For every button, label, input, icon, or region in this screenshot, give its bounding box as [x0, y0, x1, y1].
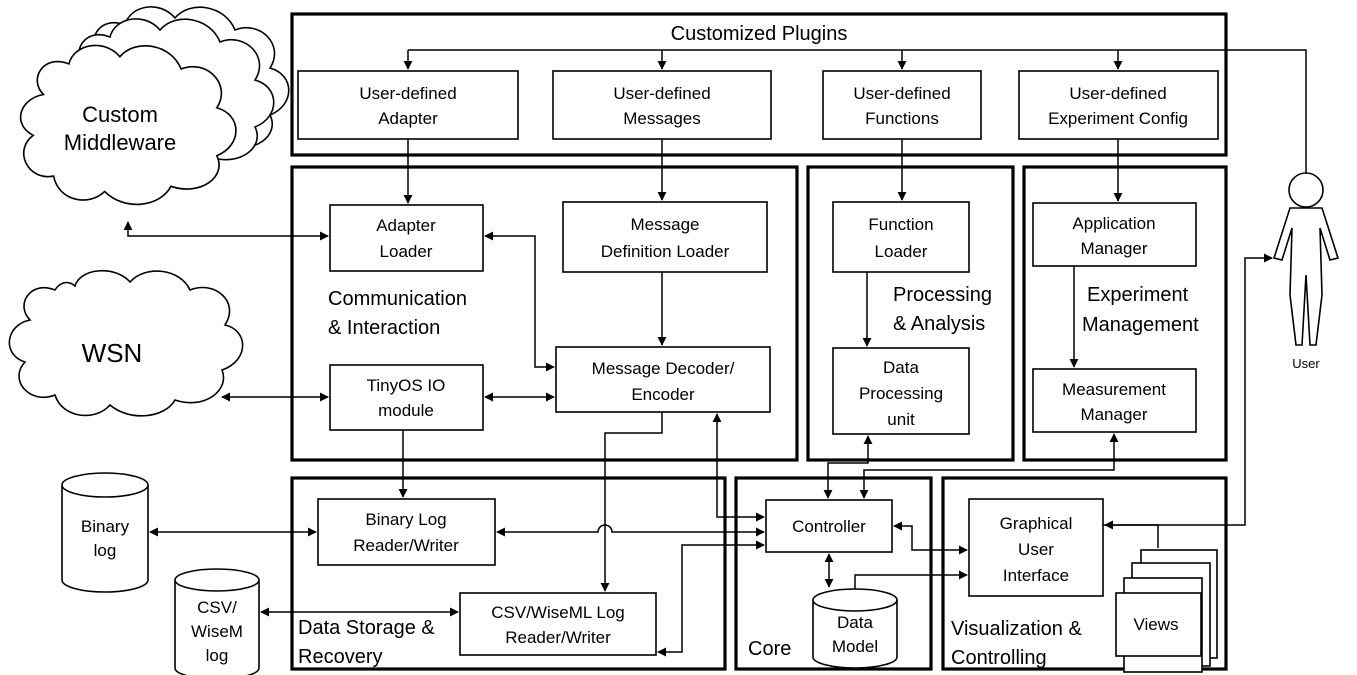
middleware-adapter-link — [123, 221, 329, 241]
message-decoder-encoder-box: Message Decoder/ Encoder — [555, 346, 771, 413]
adapter-decoder-link — [484, 231, 555, 372]
binary-rw-controller-link — [496, 524, 765, 537]
functions-plugin-label-2: Functions — [865, 109, 939, 128]
visualization-title-2: Controlling — [951, 647, 1047, 669]
message-decoder-label-1: Message Decoder/ — [592, 359, 735, 378]
experiment-title-2: Management — [1082, 314, 1199, 336]
data-model-label-2: Model — [832, 637, 878, 656]
adapter-plugin-label-1: User-defined — [359, 84, 456, 103]
user-defined-adapter-box: User-defined Adapter — [297, 70, 519, 140]
tinyos-io-label-1: TinyOS IO — [367, 376, 446, 395]
core-title: Core — [748, 638, 791, 660]
data-processing-unit-box: Data Processing unit — [832, 347, 970, 435]
csv-wiseml-rw-label-1: CSV/WiseML Log — [491, 603, 625, 622]
csv-wiseml-reader-writer-box: CSV/WiseML Log Reader/Writer — [459, 592, 657, 656]
csv-wiseml-rw-label-2: Reader/Writer — [505, 628, 611, 647]
data-processing-label-1: Data — [883, 358, 919, 377]
views-label: Views — [1133, 615, 1178, 634]
binary-log-cylinder: Binary log — [61, 472, 149, 593]
controller-measurement-link — [859, 433, 1119, 499]
function-loader-label-2: Loader — [875, 242, 928, 261]
messages-plugin-label-1: User-defined — [613, 84, 710, 103]
adapter-loader-label-2: Loader — [380, 242, 433, 261]
decoder-to-csv-rw-arrow — [600, 412, 663, 592]
data-processing-label-2: Processing — [859, 384, 943, 403]
functions-plugin-label-1: User-defined — [853, 84, 950, 103]
decoder-controller-link — [712, 413, 765, 522]
csv-log-label-1: CSV/ — [197, 598, 237, 617]
processing-title-1: Processing — [893, 284, 992, 306]
customized-plugins-group — [290, 12, 1228, 157]
controller-label: Controller — [792, 517, 866, 536]
communication-title-2: & Interaction — [328, 317, 440, 339]
user-icon: User — [1272, 172, 1340, 371]
application-manager-label-1: Application — [1072, 214, 1155, 233]
communication-title-1: Communication — [328, 288, 467, 310]
processing-title-2: & Analysis — [893, 313, 985, 335]
message-definition-loader-label-2: Definition Loader — [601, 242, 730, 261]
data-model-label-1: Data — [837, 613, 873, 632]
binary-log-label-1: Binary — [81, 517, 130, 536]
measurement-manager-label-1: Measurement — [1062, 380, 1166, 399]
controller-gui-link — [893, 521, 968, 555]
data-processing-label-3: unit — [887, 410, 915, 429]
gui-label-2: User — [1018, 540, 1054, 559]
plugins-bus-line — [408, 49, 1307, 173]
storage-title-2: Recovery — [298, 646, 382, 668]
controller-box: Controller — [765, 499, 893, 553]
adapter-loader-box: Adapter Loader — [329, 204, 484, 272]
application-manager-box: Application Manager — [1032, 202, 1197, 267]
user-defined-functions-box: User-defined Functions — [822, 70, 982, 140]
adapter-plugin-label-2: Adapter — [378, 109, 438, 128]
messages-plugin-label-2: Messages — [623, 109, 700, 128]
data-model-cylinder: Data Model — [812, 588, 898, 669]
message-decoder-label-2: Encoder — [631, 385, 695, 404]
experiment-title-1: Experiment — [1087, 284, 1189, 306]
views-stack: Views — [1115, 549, 1218, 673]
message-definition-loader-label-1: Message — [631, 215, 700, 234]
adapter-loader-label-1: Adapter — [376, 216, 436, 235]
tinyos-io-label-2: module — [378, 401, 434, 420]
controller-processing-link — [823, 435, 873, 499]
csv-log-cylinder: CSV/ WiseM log — [174, 568, 260, 675]
custom-middleware-label-1: Custom — [82, 102, 158, 127]
user-defined-messages-box: User-defined Messages — [552, 70, 772, 140]
user-defined-experiment-config-box: User-defined Experiment Config — [1018, 70, 1219, 140]
wsn-cloud: WSN — [8, 269, 244, 417]
application-manager-label-2: Manager — [1080, 239, 1147, 258]
gui-label-1: Graphical — [1000, 514, 1073, 533]
user-label: User — [1292, 356, 1320, 371]
custom-middleware-cloud: Custom Middleware — [19, 6, 290, 206]
binary-log-rw-label-2: Reader/Writer — [353, 536, 459, 555]
measurement-manager-box: Measurement Manager — [1032, 368, 1197, 433]
binary-log-label-2: log — [94, 541, 117, 560]
storage-title-1: Data Storage & — [298, 617, 435, 639]
measurement-manager-label-2: Manager — [1080, 405, 1147, 424]
plugins-title: Customized Plugins — [671, 23, 848, 45]
csv-log-label-3: log — [206, 646, 229, 665]
message-definition-loader-box: Message Definition Loader — [562, 201, 768, 273]
communication-group — [290, 165, 799, 462]
data-model-to-gui-arrow — [854, 570, 968, 589]
binary-log-reader-writer-box: Binary Log Reader/Writer — [317, 498, 496, 566]
gui-label-3: Interface — [1003, 566, 1069, 585]
visualization-title-1: Visualization & — [951, 618, 1082, 640]
custom-middleware-label-2: Middleware — [64, 130, 177, 155]
user-gui-link — [1104, 253, 1273, 530]
experiment-config-plugin-label-2: Experiment Config — [1048, 109, 1188, 128]
graphical-user-interface-box: Graphical User Interface — [968, 498, 1104, 597]
tinyos-io-module-box: TinyOS IO module — [329, 364, 484, 431]
csv-rw-controller-link — [657, 540, 765, 657]
wsn-label: WSN — [82, 338, 143, 368]
csv-log-label-2: WiseM — [191, 622, 243, 641]
function-loader-label-1: Function — [868, 215, 933, 234]
gui-to-views-line — [1103, 524, 1159, 548]
experiment-config-plugin-label-1: User-defined — [1069, 84, 1166, 103]
function-loader-box: Function Loader — [832, 201, 970, 273]
binary-log-rw-label-1: Binary Log — [365, 510, 446, 529]
